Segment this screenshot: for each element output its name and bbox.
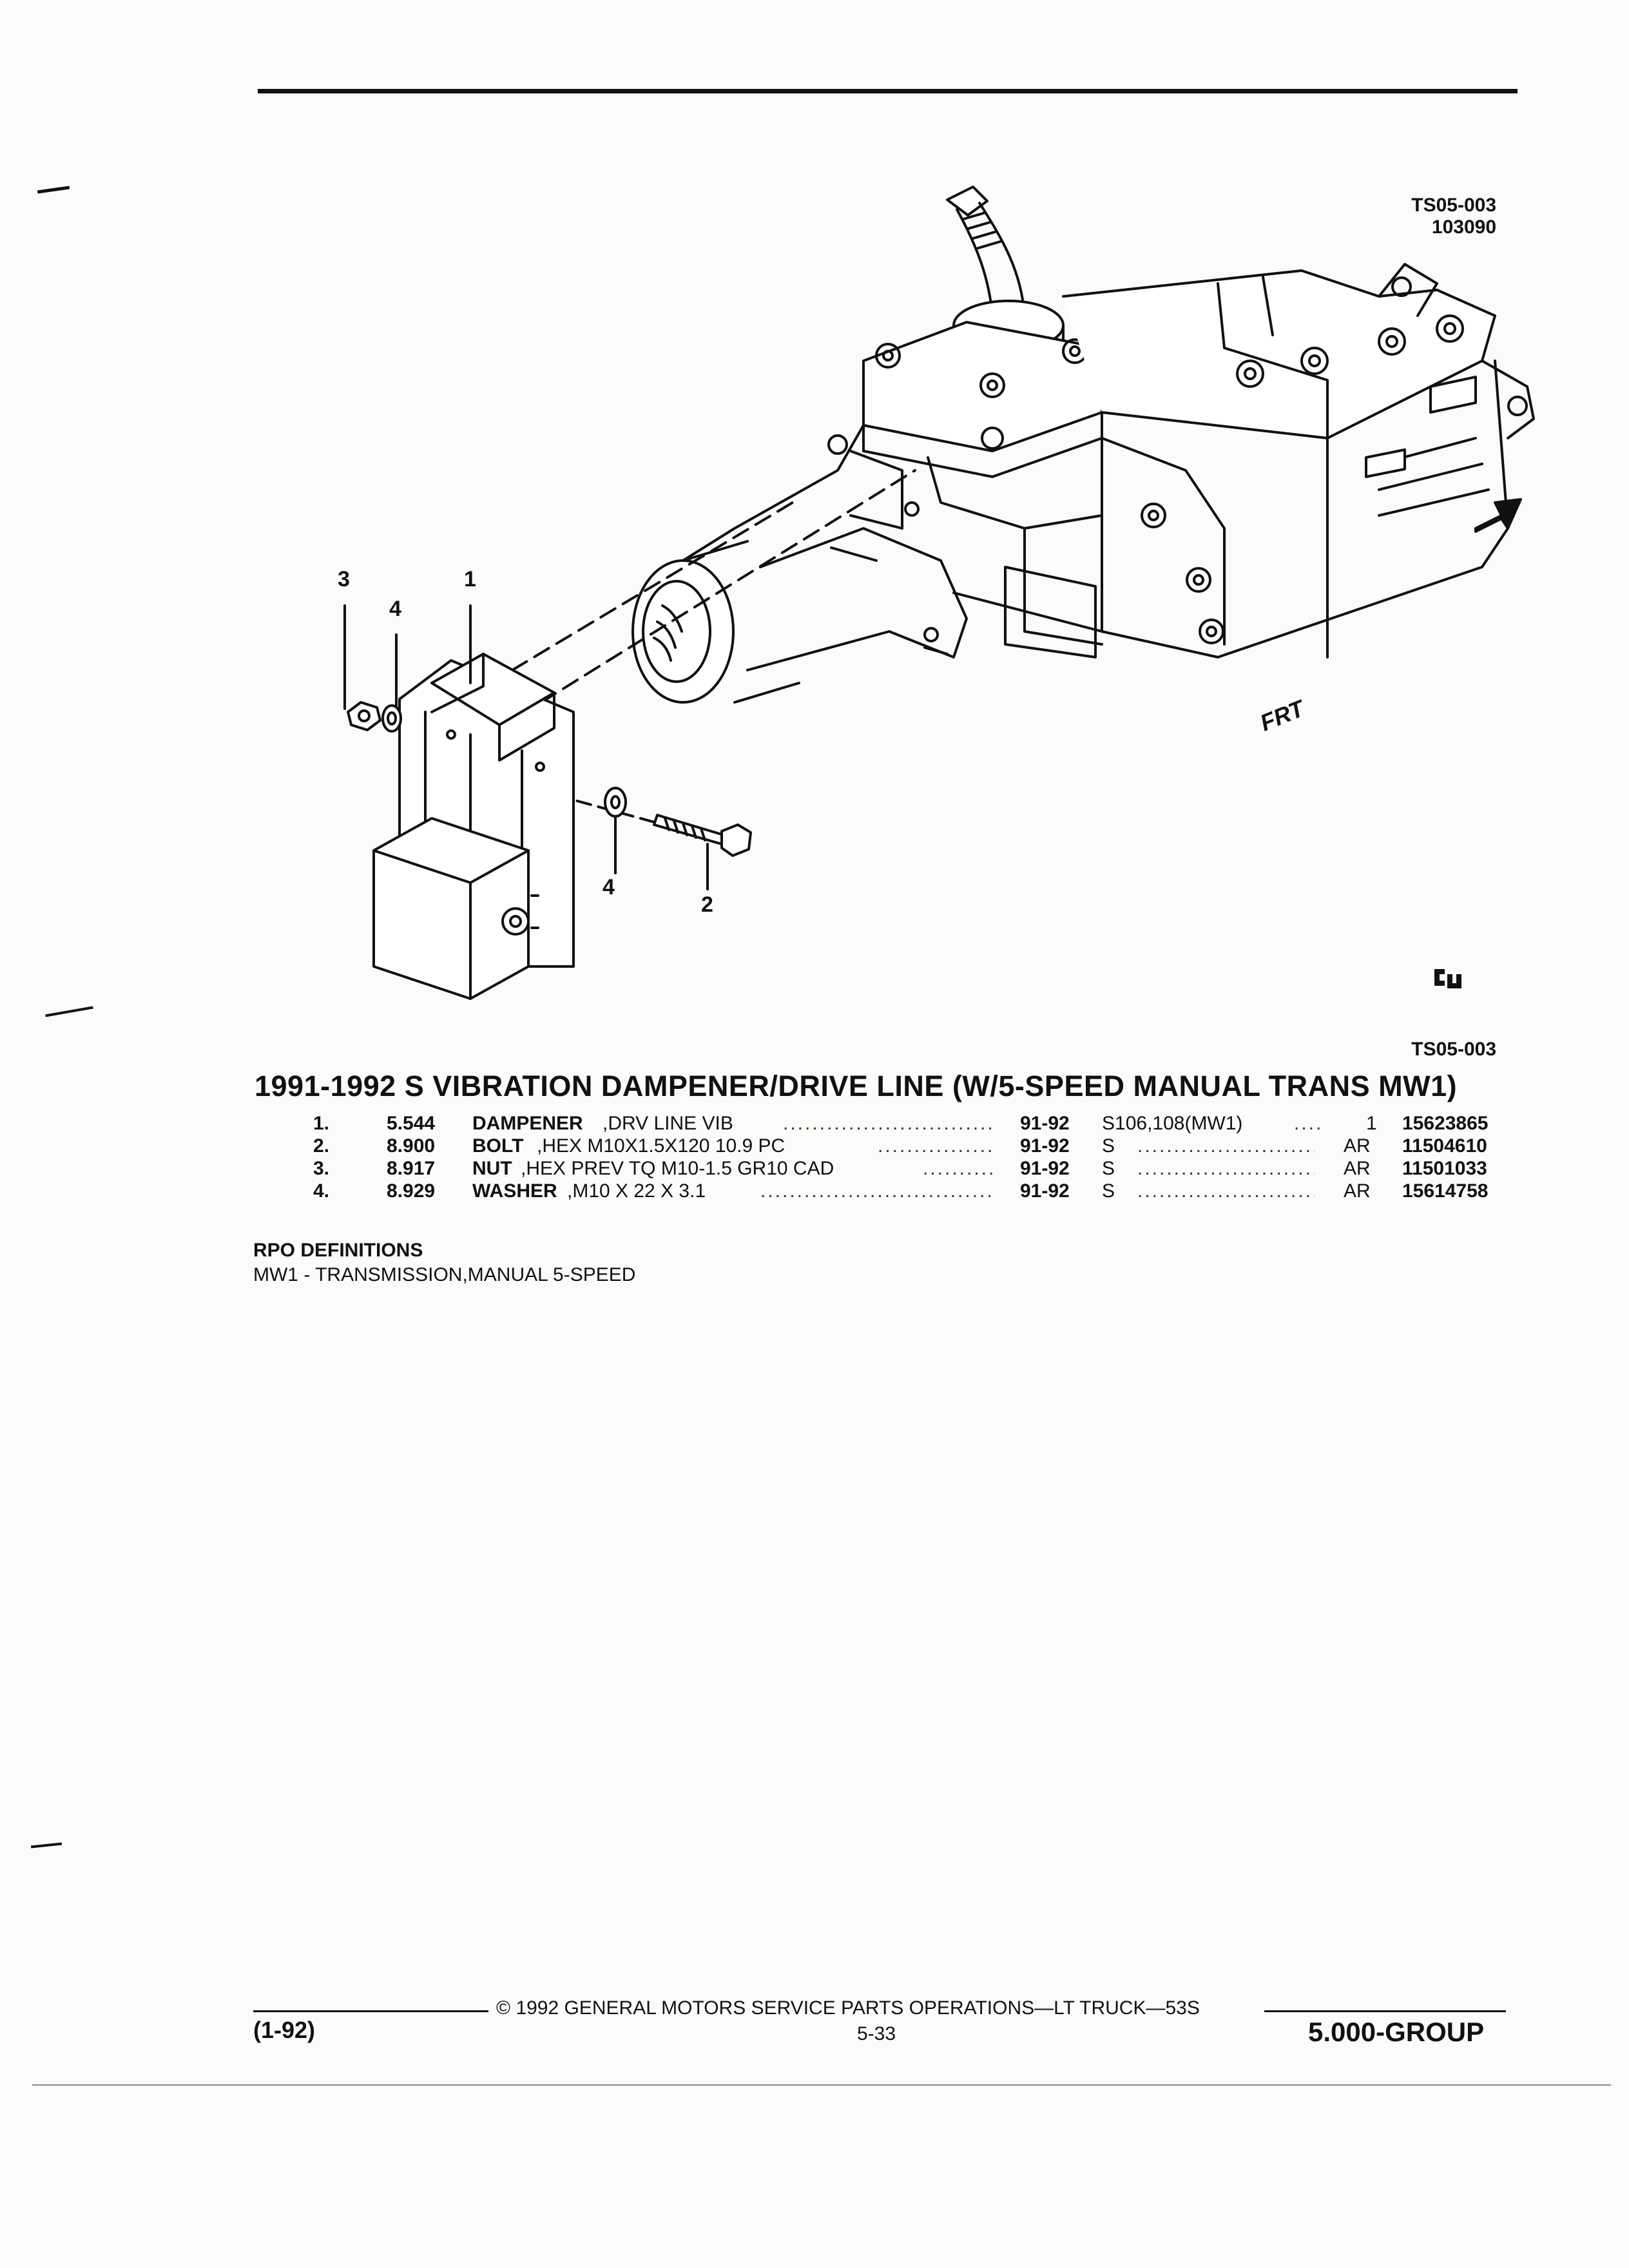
scan-mark xyxy=(45,1006,93,1017)
rpo-definition: MW1 - TRANSMISSION,MANUAL 5-SPEED xyxy=(253,1264,636,1285)
footer-group: 5.000-GROUP xyxy=(1308,2017,1485,2047)
footer-page-number: 5-33 xyxy=(857,2023,896,2044)
footer-rule-left xyxy=(253,2010,488,2012)
callout-1: 1 xyxy=(464,567,476,591)
footer-rule-right xyxy=(1264,2010,1506,2012)
callout-3: 3 xyxy=(338,567,350,591)
gm-logo-mark xyxy=(1434,969,1461,988)
rpo-heading: RPO DEFINITIONS xyxy=(253,1240,423,1261)
parts-row: 1. 5.544 DAMPENER ,DRV LINE VIB ........… xyxy=(313,1113,1489,1134)
callout-4-left: 4 xyxy=(389,597,401,621)
section-title: 1991-1992 S VIBRATION DAMPENER/DRIVE LIN… xyxy=(255,1070,1458,1102)
callout-2: 2 xyxy=(701,892,713,917)
scan-mark xyxy=(30,1842,63,1849)
exploded-illustration xyxy=(343,186,1535,1000)
scan-edge-line xyxy=(32,2084,1611,2086)
rpo-definitions: RPO DEFINITIONS MW1 - TRANSMISSION,MANUA… xyxy=(253,1238,635,1287)
footer-copyright: © 1992 GENERAL MOTORS SERVICE PARTS OPER… xyxy=(496,1997,1200,2019)
parts-row: 2. 8.900 BOLT ,HEX M10X1.5X120 10.9 PC .… xyxy=(313,1135,1487,1157)
callout-4-right: 4 xyxy=(602,875,615,899)
figure-code-bottom: TS05-003 xyxy=(1411,1039,1496,1060)
scan-mark xyxy=(37,186,70,194)
parts-row: 4. 8.929 WASHER ,M10 X 22 X 3.1 ........… xyxy=(313,1180,1489,1202)
footer-date-code: (1-92) xyxy=(253,2017,316,2043)
figure-code-top: TS05-003 103090 xyxy=(1411,195,1496,238)
header-rule xyxy=(258,89,1518,93)
parts-row: 3. 8.917 NUT ,HEX PREV TQ M10-1.5 GR10 C… xyxy=(313,1158,1487,1179)
